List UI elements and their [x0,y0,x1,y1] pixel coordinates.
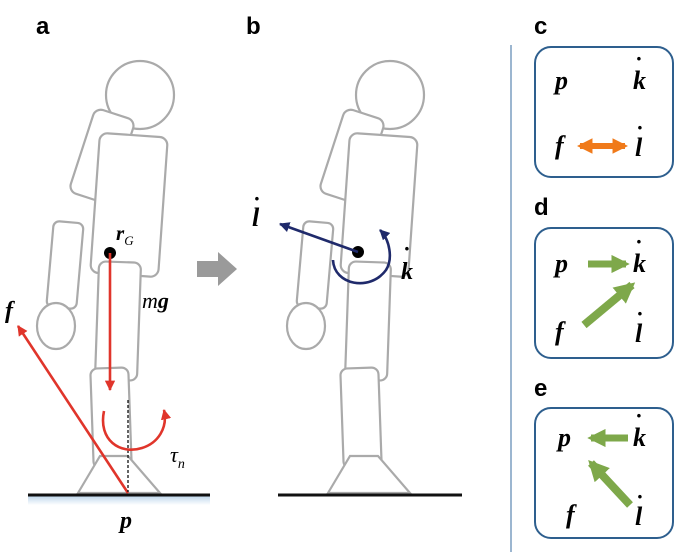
label-l-d: l [635,319,643,348]
label-f-c: f [555,131,566,160]
robot-figure-a [35,59,176,495]
panel-b-letter: b [246,13,261,40]
panel-d: d p k · f l · [534,194,674,359]
angular-momentum-arrow [279,222,359,254]
label-f-d: f [555,317,566,346]
reaction-force-arrow [16,325,130,494]
label-l-b: l [252,203,260,232]
robot-hand [285,301,327,351]
label-k-b: k [401,259,413,285]
arrow-l-to-p [588,459,633,508]
robot-torso [89,132,169,278]
label-k-e: k [633,423,646,452]
panel-a-letter: a [36,13,50,40]
panel-a: a rG mg f τn p [5,13,210,534]
panel-e-letter: e [534,375,547,402]
dot-l-c: · [637,115,643,140]
label-f-e: f [566,500,577,529]
dot-k-d: · [636,229,642,254]
label-mg: mg [142,288,169,313]
robot-foot [326,454,413,495]
label-p-e: p [556,423,571,452]
label-p-d: p [553,249,568,278]
label-k-c: k [633,66,646,95]
right-arrow-icon [197,252,237,286]
panel-e: e p k · f l · [534,375,674,539]
arrow-f-to-k [581,281,636,329]
robot-upper-arm [45,220,85,310]
dot-k-e: · [636,403,642,428]
robot-hand [35,301,77,351]
dot-l-b: · [254,186,260,211]
panel-c: c p k · f l · [534,13,674,178]
label-tau: τn [170,442,185,472]
panel-c-box [534,46,674,178]
panel-c-letter: c [534,13,547,40]
dot-k-b: · [404,236,410,261]
dot-l-e: · [637,484,643,509]
panel-b: b l · k · [246,13,462,497]
robot-upper-arm [295,220,335,310]
robot-shin [339,366,383,470]
rotation-arc [331,229,392,285]
dot-l-d: · [637,301,643,326]
label-l-c: l [635,133,643,162]
label-f-a: f [5,298,15,324]
label-p-a: p [118,508,132,534]
torque-arc [101,408,172,451]
robot-head [104,59,176,131]
robot-figure-b [285,59,426,495]
panel-d-box [534,227,674,359]
robot-thigh [94,260,142,382]
label-rG: rG [116,221,134,248]
robot-foot [76,454,163,495]
robot-thigh [344,260,392,382]
label-k-d: k [633,249,646,278]
label-p-c: p [553,66,568,95]
dot-k-c: · [636,46,642,71]
robot-head [354,59,426,131]
label-l-e: l [635,502,643,531]
panel-d-letter: d [534,194,549,221]
ground-shadow-a [28,495,210,505]
